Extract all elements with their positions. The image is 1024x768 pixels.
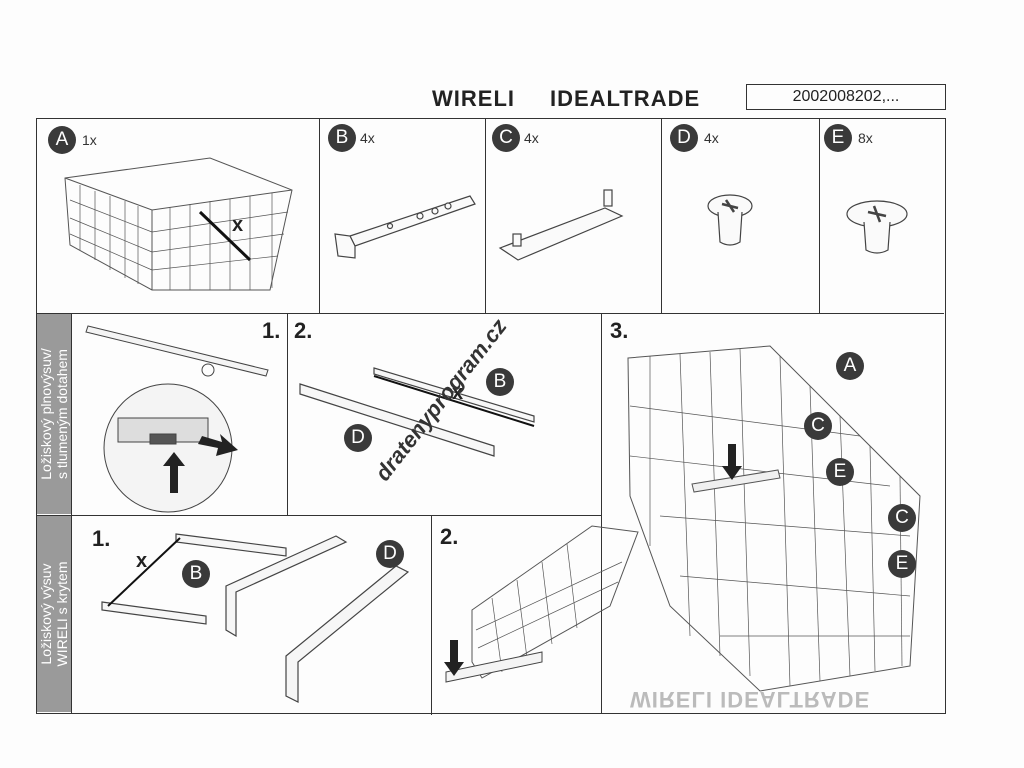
part-qty-b: 4x (360, 130, 375, 146)
side-label-wireli: Ložiskový výsuv WIRELI s krytem (38, 561, 70, 667)
callout-b-step2: B (486, 368, 514, 396)
part-badge-c: C (492, 124, 520, 152)
callout-c2-step3: C (888, 504, 916, 532)
callout-d-step2: D (344, 424, 372, 452)
callout-a-step3: A (836, 352, 864, 380)
callout-d-section2: D (376, 540, 404, 568)
callout-c-step3: C (804, 412, 832, 440)
part-badge-d: D (670, 124, 698, 152)
instruction-sheet (36, 118, 946, 715)
side-panel-plnovysuv: Ložiskový plnovýsuv/ s tlumeným dotahem (37, 314, 71, 514)
part-badge-a: A (48, 126, 76, 154)
section1-step-3: 3. (610, 318, 629, 343)
rail-bracket-illustration (101, 533, 410, 703)
section2-step-2: 2. (440, 524, 459, 549)
basket-installed-illustration (627, 345, 921, 692)
part-qty-a: 1x (82, 132, 97, 148)
screw-e-illustration (846, 200, 908, 254)
part-qty-c: 4x (524, 130, 539, 146)
basket-illustration (64, 157, 293, 291)
section1-step-2: 2. (294, 318, 313, 343)
part-badge-b: B (328, 124, 356, 152)
slide-zoom-illustration (85, 325, 269, 513)
section1-step-1: 1. (262, 318, 281, 343)
dimension-x-section2: x (136, 550, 148, 572)
callout-e2-step3: E (888, 550, 916, 578)
dimension-x-step2: x (452, 382, 464, 404)
ghost-mirror-text: WIRELI IDEALTRADE (630, 687, 871, 712)
part-qty-d: 4x (704, 130, 719, 146)
plate-c-illustration (498, 189, 624, 261)
part-qty-e: 8x (858, 130, 873, 146)
side-panel-wireli: Ložiskový výsuv WIRELI s krytem (37, 516, 71, 712)
callout-b-section2: B (182, 560, 210, 588)
brand-wireli: WIRELI (432, 86, 515, 111)
slide-bracket-illustration (299, 367, 535, 457)
bracket-b-illustration (334, 195, 476, 259)
callout-e-step3: E (826, 458, 854, 486)
dimension-x-label: x (232, 214, 244, 236)
section2-step-1: 1. (92, 526, 111, 551)
product-code: 2002008202,... (746, 84, 946, 110)
part-badge-e: E (824, 124, 852, 152)
brand-idealtrade: IDEALTRADE (550, 86, 701, 111)
screw-d-illustration (707, 194, 753, 246)
side-label-plnovysuv: Ložiskový plnovýsuv/ s tlumeným dotahem (38, 348, 70, 480)
basket-rail-illustration (444, 525, 639, 683)
